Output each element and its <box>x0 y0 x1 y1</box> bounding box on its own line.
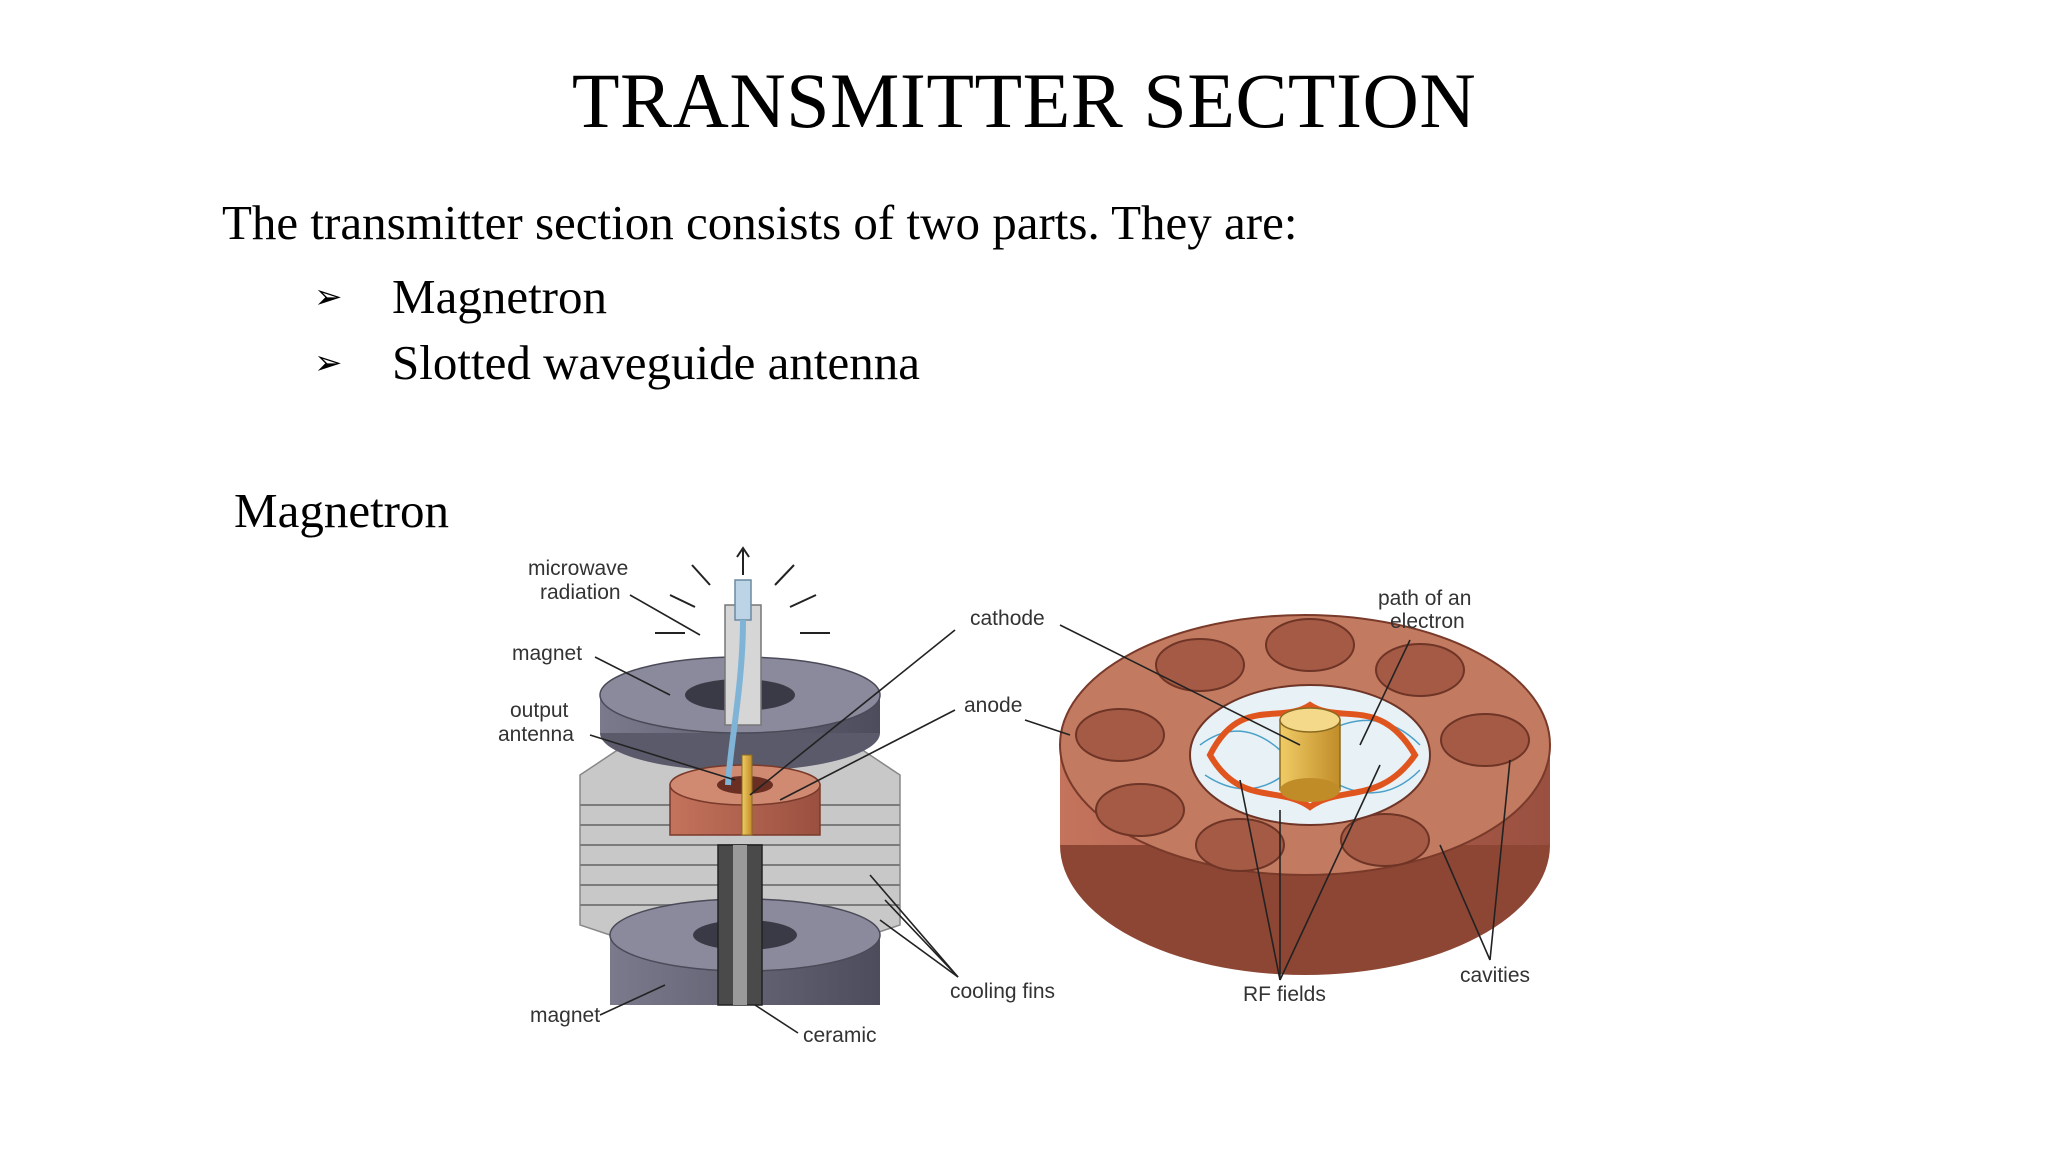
cavities-shape <box>1075 618 1530 872</box>
label-output-antenna: antenna <box>498 723 574 746</box>
magnetron-illustration: microwave radiation magnet output antenn… <box>498 546 1551 1045</box>
bullet-list: ➢ Magnetron ➢ Slotted waveguide antenna <box>314 264 920 396</box>
magnetron-diagram: microwave radiation magnet output antenn… <box>480 545 1580 1045</box>
label-output-antenna: output <box>510 699 569 722</box>
label-ceramic: ceramic <box>803 1024 877 1045</box>
arrow-bullet-icon: ➢ <box>314 277 343 317</box>
intro-text: The transmitter section consists of two … <box>222 195 1298 250</box>
cathode-cylinder-shape <box>1279 707 1341 802</box>
label-path-of-electron: electron <box>1390 610 1465 633</box>
magnetron-cutaway <box>579 546 901 1006</box>
label-microwave-radiation: microwave <box>528 557 628 580</box>
label-anode: anode <box>964 694 1022 717</box>
magnetron-heading: Magnetron <box>234 483 449 538</box>
diagram-labels: microwave radiation magnet output antenn… <box>498 557 1530 1045</box>
label-microwave-radiation: radiation <box>540 581 621 604</box>
label-cooling-fins: cooling fins <box>950 980 1055 1003</box>
bullet-text: Slotted waveguide antenna <box>392 335 920 390</box>
slide-title: TRANSMITTER SECTION <box>571 57 1477 144</box>
radiation-arrows-icon <box>655 546 830 634</box>
label-rf-fields: RF fields <box>1243 983 1326 1006</box>
arrow-bullet-icon: ➢ <box>314 343 343 383</box>
anode-cross-section <box>1059 614 1551 975</box>
label-cathode: cathode <box>970 607 1045 630</box>
label-cavities: cavities <box>1460 964 1530 987</box>
electron-path-shape <box>1206 701 1419 811</box>
bullet-item: ➢ Slotted waveguide antenna <box>314 330 920 396</box>
label-path-of-electron: path of an <box>1378 587 1471 610</box>
label-magnet-top: magnet <box>512 642 582 665</box>
bullet-item: ➢ Magnetron <box>314 264 920 330</box>
label-magnet-bottom: magnet <box>530 1004 600 1027</box>
output-tube-shape <box>717 579 763 1006</box>
bullet-text: Magnetron <box>392 269 607 324</box>
